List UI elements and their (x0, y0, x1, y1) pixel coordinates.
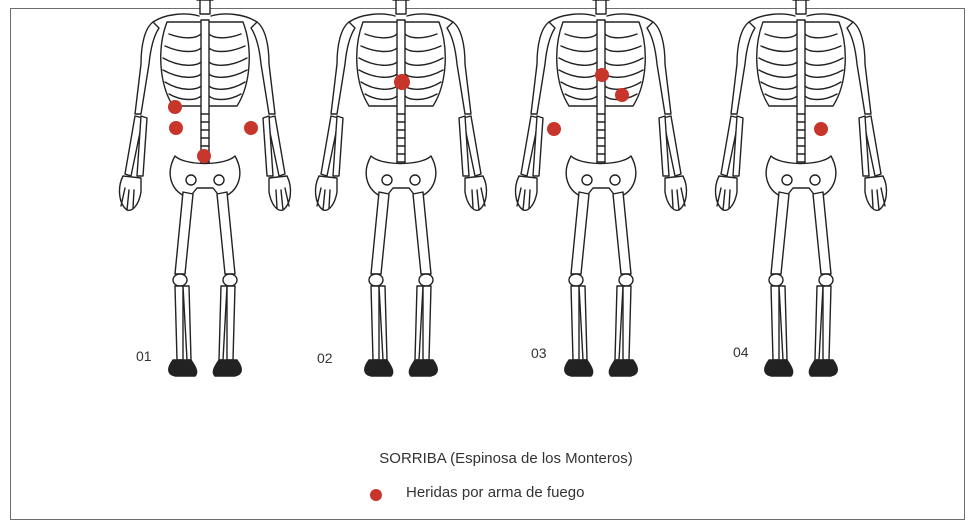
wound-marker-02-mouth (394, 74, 410, 90)
figure-caption: SORRIBA (Espinosa de los Monteros) (379, 450, 633, 467)
skeleton-figure-01 (118, 0, 292, 377)
figure-label-03: 03 (531, 345, 547, 361)
wound-marker-03-chin (595, 68, 609, 82)
legend-label: Heridas por arma de fuego (406, 484, 585, 501)
skeleton-figure-04 (714, 0, 888, 377)
legend: Heridas por arma de fuego (370, 484, 584, 501)
figure-label-02: 02 (317, 350, 333, 366)
wound-marker-01-abdomen (197, 149, 211, 163)
wound-marker-03-left-upper-arm (547, 122, 561, 136)
red-dot-icon (370, 488, 382, 501)
figure-label-04: 04 (733, 344, 749, 360)
wound-markers (168, 68, 828, 163)
wound-marker-03-right-shoulder (615, 88, 629, 102)
wound-marker-01-left-clavicle (168, 100, 182, 114)
skeleton-figure-03 (514, 0, 688, 377)
figure-label-01: 01 (136, 348, 152, 364)
skeleton-figure-02 (314, 0, 488, 377)
wound-marker-01-right-upper-arm (244, 121, 258, 135)
wound-marker-01-left-chest (169, 121, 183, 135)
wound-marker-04-right-chest (814, 122, 828, 136)
